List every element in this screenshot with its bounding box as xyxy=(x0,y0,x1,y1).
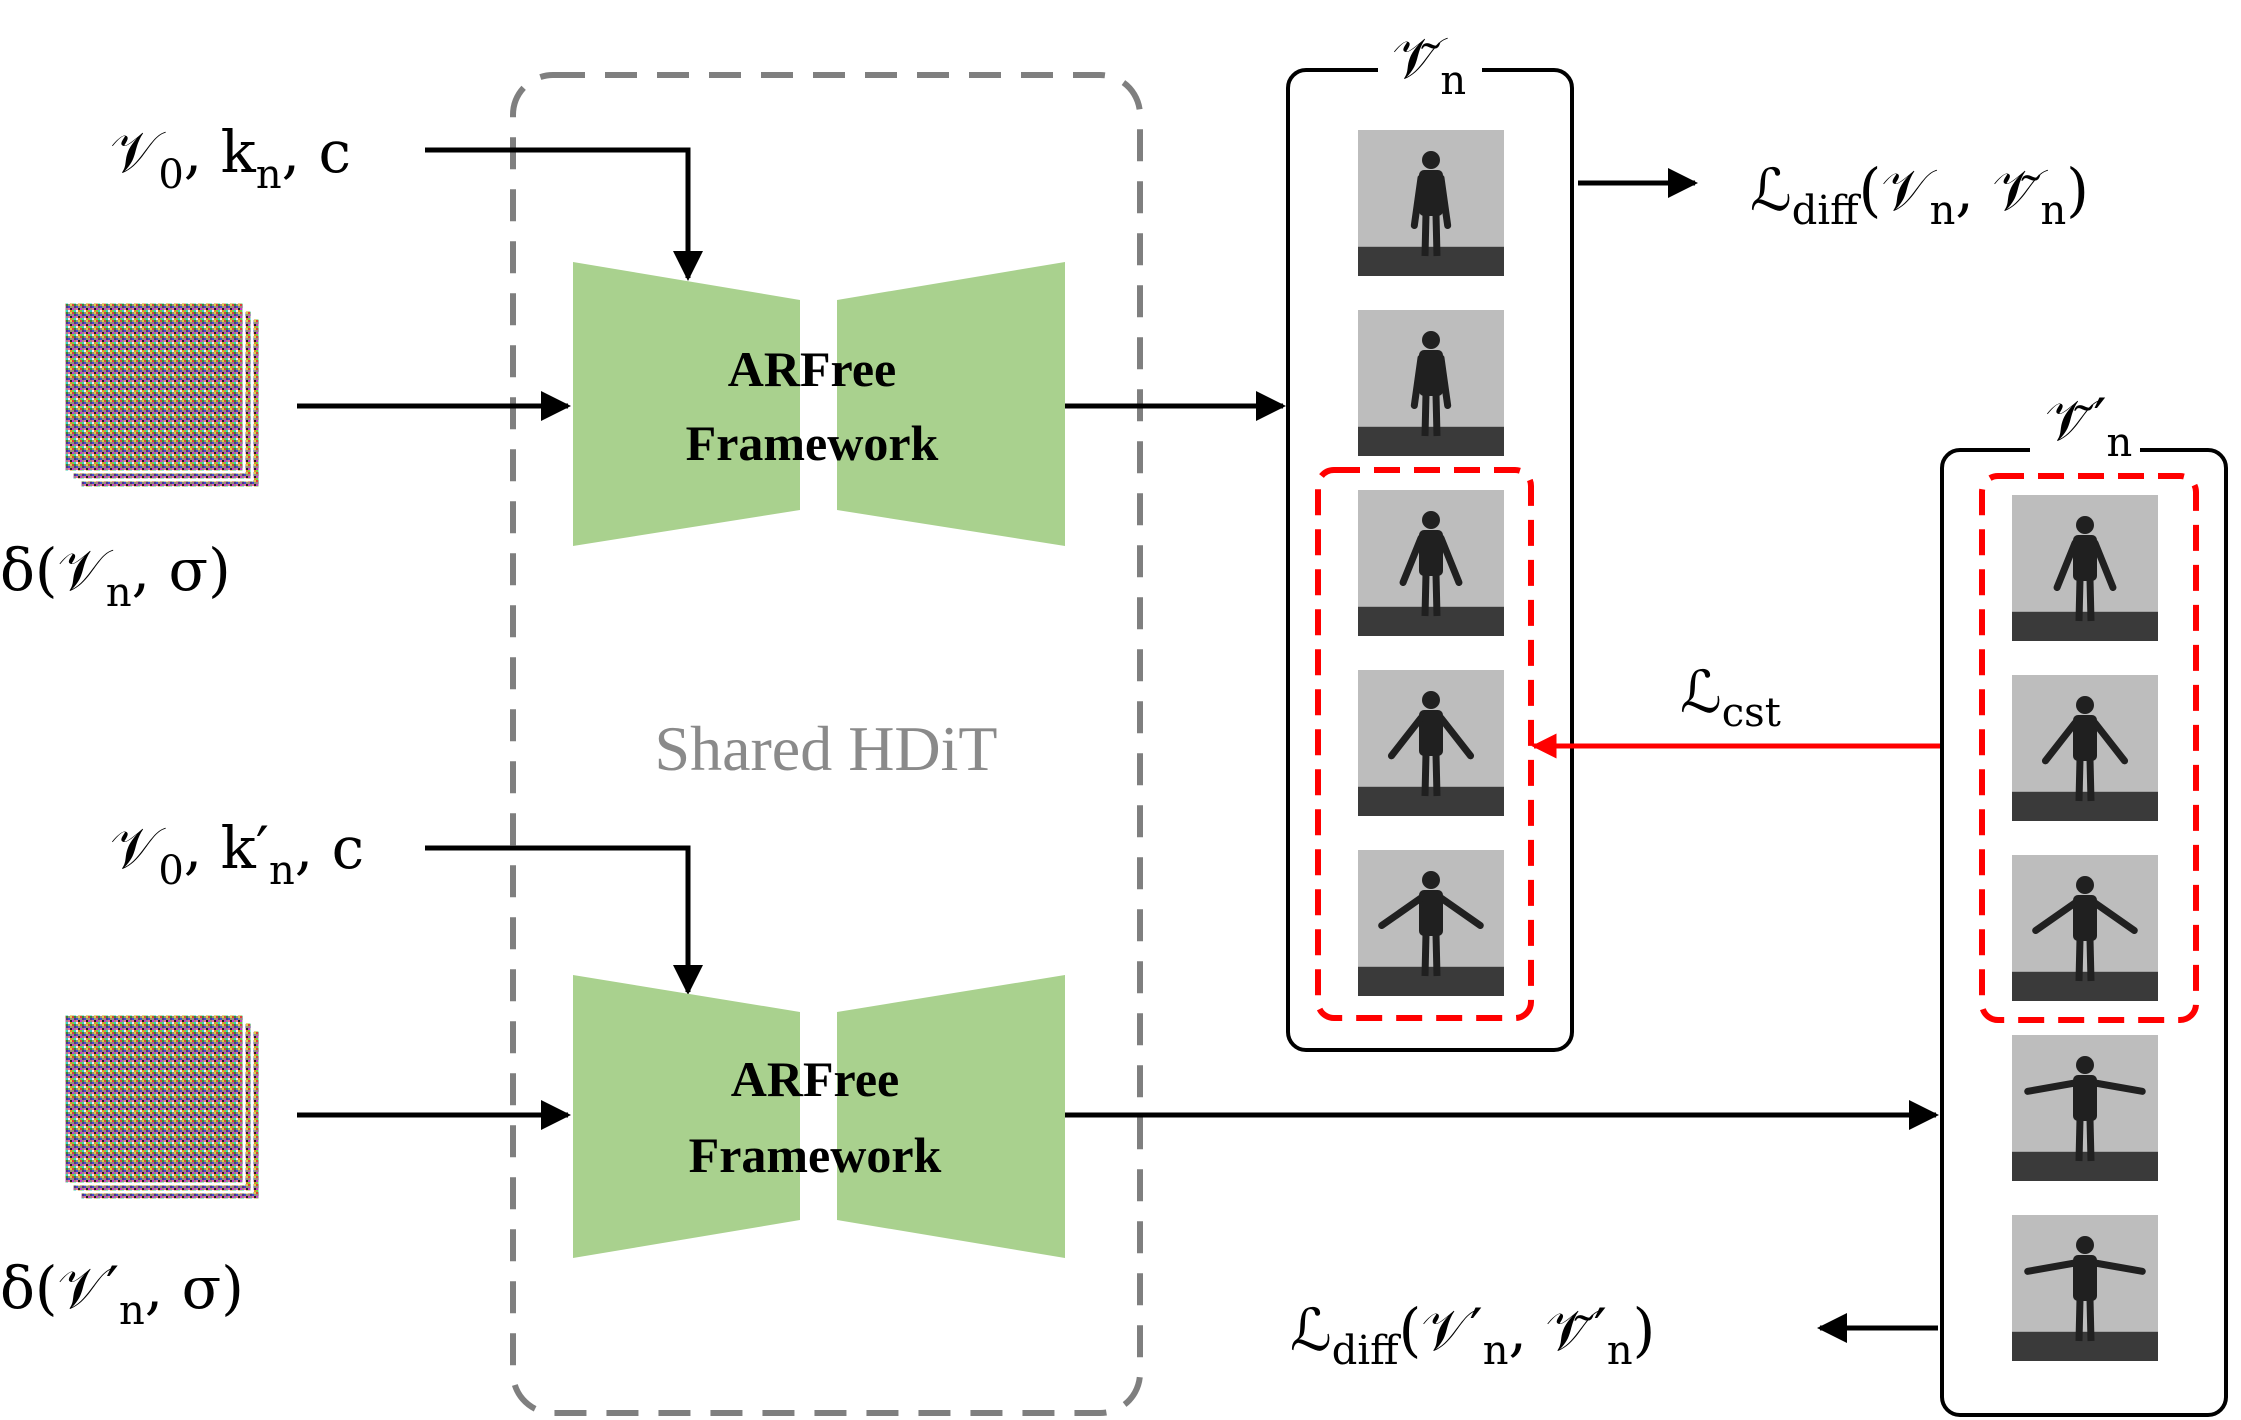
bottom-block-title-line1: ARFree xyxy=(731,1051,899,1107)
bottom-condition-arrow xyxy=(425,845,703,995)
shared-hdit-label: Shared HDiT xyxy=(654,713,997,784)
bottom-arfree-block: ARFree Framework xyxy=(573,975,1065,1258)
bottom-overlap-highlight xyxy=(1979,473,2199,1023)
video-frame xyxy=(2012,855,2158,1001)
top-block-title-line2: Framework xyxy=(686,415,939,471)
top-arfree-block: ARFree Framework xyxy=(573,262,1065,546)
shared-hdit-region xyxy=(510,72,1143,1416)
top-output-label: 𝒱̃n xyxy=(1392,24,1466,104)
bottom-noise-label: δ(𝒱′n, σ) xyxy=(0,1254,244,1334)
bottom-frame-list xyxy=(2012,495,2158,1361)
bottom-output-label: 𝒱̃′n xyxy=(2045,386,2132,466)
consistency-loss-label: ℒcst xyxy=(1680,658,1781,736)
bottom-diff-loss: ℒdiff(𝒱′n, 𝒱̃′n) xyxy=(1290,1296,1655,1374)
video-frame xyxy=(1358,850,1504,996)
video-frame xyxy=(2012,1035,2158,1181)
top-condition-arrow xyxy=(425,147,703,281)
top-noise-label: δ(𝒱n, σ) xyxy=(0,536,231,616)
video-frame xyxy=(1358,490,1504,636)
video-frame xyxy=(1358,130,1504,276)
video-frame xyxy=(1358,670,1504,816)
bottom-block-title-line2: Framework xyxy=(689,1127,942,1183)
video-frame xyxy=(2012,495,2158,641)
video-frame xyxy=(1358,310,1504,456)
video-frame xyxy=(2012,1215,2158,1361)
video-frame xyxy=(2012,675,2158,821)
top-diff-loss: ℒdiff(𝒱n, 𝒱̃n) xyxy=(1750,156,2089,234)
top-noise-stack xyxy=(62,300,262,490)
bottom-noise-stack xyxy=(62,1012,262,1202)
top-frame-list xyxy=(1358,130,1504,996)
top-overlap-highlight xyxy=(1315,467,1534,1021)
bottom-condition-label: 𝒱0, k′n, c xyxy=(110,814,364,894)
top-block-title-line1: ARFree xyxy=(728,341,896,397)
top-condition-label: 𝒱0, kn, c xyxy=(110,118,351,198)
